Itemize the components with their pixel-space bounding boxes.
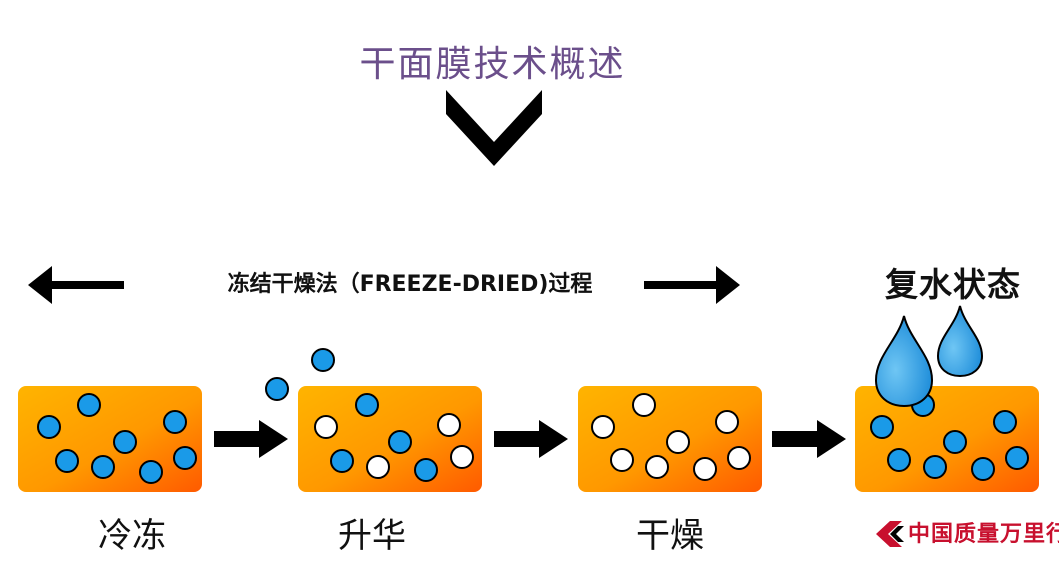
rehydrated-state-label: 复水状态 <box>885 265 1021 304</box>
ice-particle <box>163 410 187 434</box>
ice-particle <box>77 393 101 417</box>
water-particle <box>971 457 995 481</box>
ice-particle <box>330 449 354 473</box>
brand-watermark: 中国质量万里行 <box>876 517 1059 551</box>
pore-particle <box>645 455 669 479</box>
stage-label-freeze: 冷冻 <box>98 516 166 556</box>
ice-particle <box>414 458 438 482</box>
water-particle <box>1005 446 1029 470</box>
chevron-down-icon <box>446 90 542 166</box>
ice-particle <box>173 446 197 470</box>
brand-name: 中国质量万里行 <box>908 521 1059 547</box>
pore-particle <box>715 410 739 434</box>
water-drop-icon <box>874 315 934 408</box>
ice-particle <box>55 449 79 473</box>
step-arrow-icon <box>772 420 846 458</box>
ice-particle <box>139 460 163 484</box>
pore-particle <box>366 455 390 479</box>
water-particle <box>923 455 947 479</box>
vapor-particle <box>265 377 289 401</box>
pore-particle <box>632 393 656 417</box>
pore-particle <box>591 415 615 439</box>
pore-particle <box>437 413 461 437</box>
stage-label-dry: 干燥 <box>636 516 704 556</box>
pore-particle <box>666 430 690 454</box>
water-particle <box>887 448 911 472</box>
step-arrow-icon <box>214 420 288 458</box>
water-particle <box>870 415 894 439</box>
ice-particle <box>355 393 379 417</box>
diagram-title: 干面膜技术概述 <box>359 44 626 85</box>
stage-label-sublimation: 升华 <box>338 516 406 556</box>
ice-particle <box>113 430 137 454</box>
left-arrow-icon <box>28 266 124 304</box>
right-arrow-icon <box>644 266 740 304</box>
pore-particle <box>450 445 474 469</box>
ice-particle <box>37 415 61 439</box>
brand-logo-icon <box>876 521 904 547</box>
pore-particle <box>610 448 634 472</box>
pore-particle <box>693 457 717 481</box>
water-particle <box>993 410 1017 434</box>
ice-particle <box>91 455 115 479</box>
water-particle <box>943 430 967 454</box>
ice-particle <box>388 430 412 454</box>
process-label: 冻结干燥法（FREEZE-DRIED)过程 <box>227 272 593 297</box>
water-drop-icon <box>936 305 984 378</box>
pore-particle <box>314 415 338 439</box>
step-arrow-icon <box>494 420 568 458</box>
vapor-particle <box>311 348 335 372</box>
pore-particle <box>727 446 751 470</box>
